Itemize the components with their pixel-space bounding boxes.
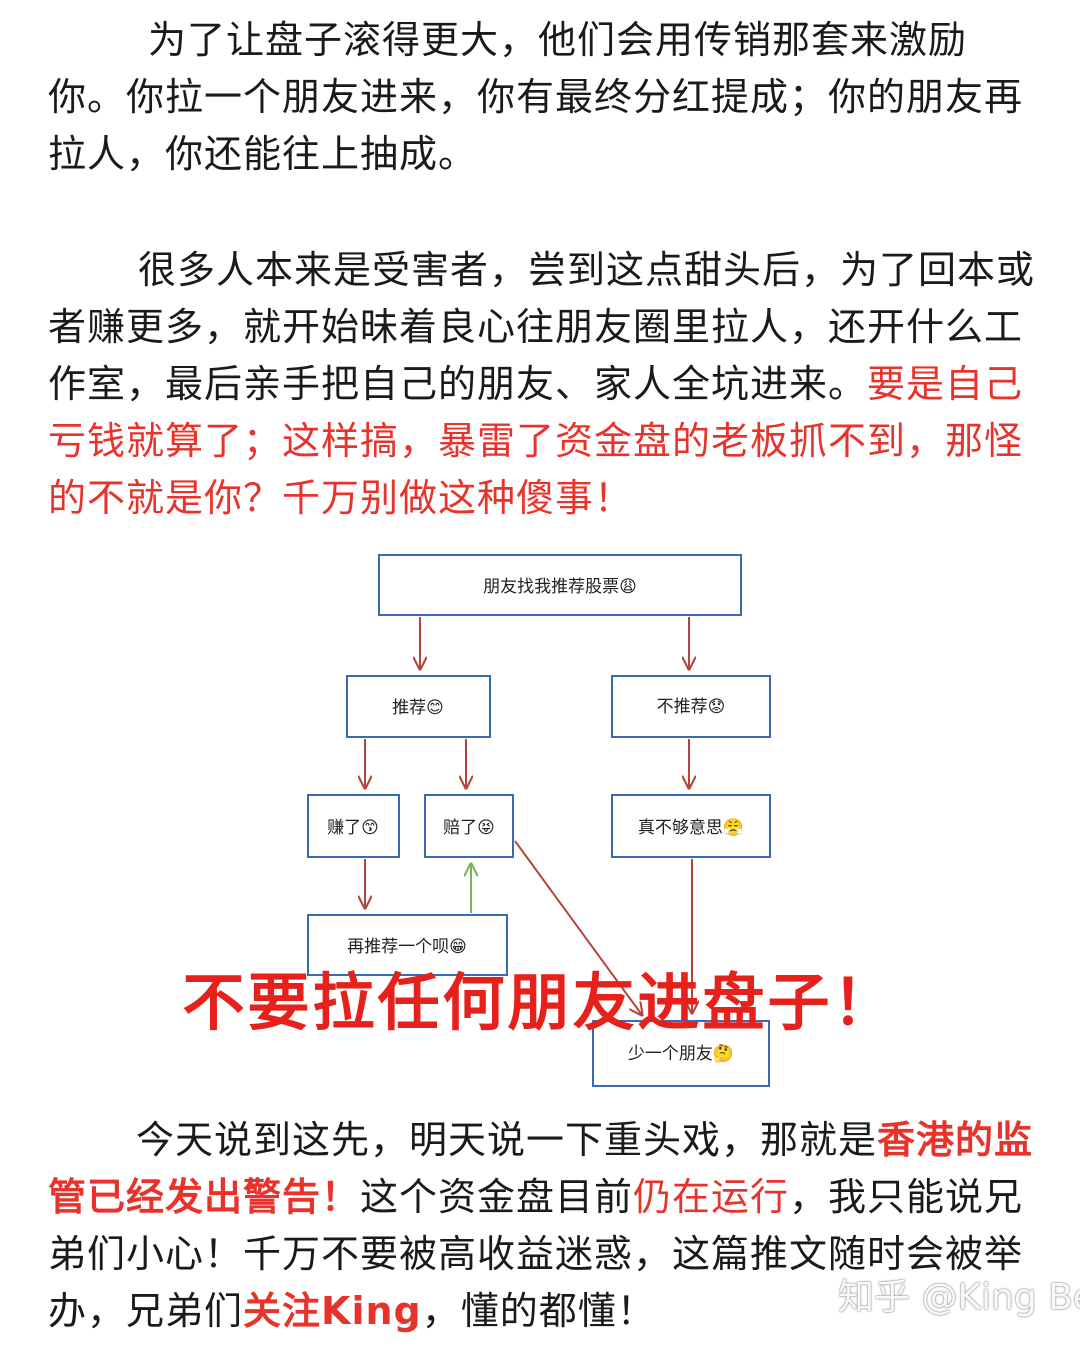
intro-paragraph: 为了让盘子滚得更大，他们会用传销那套来激励你。你拉一个朋友进来，你有最终分红提成… [48, 12, 1038, 183]
node-recommend-again: 再推荐一个呗😁 [307, 914, 508, 976]
node-root: 朋友找我推荐股票😩 [378, 554, 742, 616]
closing-paragraph: 今天说到这先，明天说一下重头戏，那就是香港的监管已经发出警告！这个资金盘目前仍在… [48, 1112, 1038, 1340]
warning-banner: 不要拉任何朋友进盘子！ [182, 966, 898, 1039]
follow-king-text: 关注King [243, 1289, 422, 1333]
node-lost-label: 赔了😝 [443, 818, 495, 838]
arrow-lost-to-one-less-friend [514, 840, 642, 1015]
victim-warning-text: 要是自己亏钱就算了；这样搞，暴雷了资金盘的老板抓不到，那怪的不就是你？千万别做这… [48, 362, 1024, 520]
hk-regulator-warning: 香港的监管已经发出警告！ [48, 1118, 1034, 1219]
still-running-text: 仍在运行 [633, 1175, 790, 1219]
closing-text-2: 这个资金盘目前 [360, 1175, 634, 1219]
node-recommend-again-label: 再推荐一个呗😁 [347, 937, 467, 957]
node-one-less-friend-label: 少一个朋友🤔 [628, 1044, 734, 1064]
zhihu-watermark: 知乎 @King Ben [838, 1277, 1080, 1318]
node-earned: 赚了😙 [307, 794, 400, 858]
node-not-recommend-label: 不推荐😟 [657, 697, 726, 717]
flowchart-diagram: 朋友找我推荐股票😩 推荐😊 不推荐😟 赚了😙 赔了😝 真不够意思😤 再推荐一个呗… [307, 554, 771, 1087]
node-lost: 赔了😝 [424, 794, 514, 858]
node-recommend-label: 推荐😊 [392, 698, 444, 718]
node-recommend: 推荐😊 [346, 675, 491, 738]
node-one-less-friend: 少一个朋友🤔 [592, 1020, 770, 1087]
victim-text: 很多人本来是受害者，尝到这点甜头后，为了回本或者赚更多，就开始昧着良心往朋友圈里… [48, 248, 1036, 406]
node-not-loyal-label: 真不够意思😤 [638, 818, 744, 838]
intro-text: 为了让盘子滚得更大，他们会用传销那套来激励你。你拉一个朋友进来，你有最终分红提成… [48, 18, 1024, 176]
closing-text-3: ，我只能说兄弟们小心！千万不要被高收益迷惑，这篇推文随时会被举办，兄弟们 [48, 1175, 1024, 1333]
node-not-recommend: 不推荐😟 [611, 675, 771, 738]
node-root-label: 朋友找我推荐股票😩 [483, 577, 637, 597]
closing-text-4: ，懂的都懂！ [421, 1289, 656, 1333]
node-not-loyal: 真不够意思😤 [611, 794, 771, 858]
closing-text-1: 今天说到这先，明天说一下重头戏，那就是 [136, 1118, 878, 1162]
node-earned-label: 赚了😙 [327, 818, 379, 838]
victim-paragraph: 很多人本来是受害者，尝到这点甜头后，为了回本或者赚更多，就开始昧着良心往朋友圈里… [48, 242, 1038, 527]
